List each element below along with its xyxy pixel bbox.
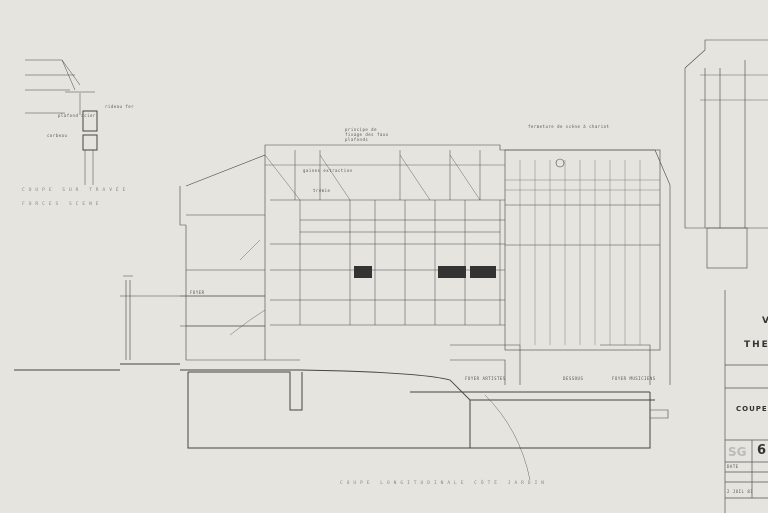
boxes bbox=[354, 266, 496, 278]
room-label: FOYER ARTISTES bbox=[465, 376, 506, 381]
floor-lines bbox=[186, 199, 660, 327]
section-note: trémie bbox=[313, 188, 331, 193]
detail-caption: COUPE SUR TRAVÉE bbox=[22, 188, 130, 193]
drawing-code: SG bbox=[728, 445, 747, 459]
title-line1: V bbox=[762, 316, 768, 326]
basement bbox=[187, 371, 651, 449]
building-outline bbox=[179, 144, 671, 385]
detail-drawing bbox=[25, 59, 98, 185]
staircase bbox=[229, 239, 266, 336]
roof-truss bbox=[264, 154, 505, 201]
grid-pulley bbox=[555, 158, 565, 168]
sheet-number: 6 bbox=[757, 443, 767, 458]
lower-rooms bbox=[180, 295, 651, 385]
detail-caption: FORCES SCENE bbox=[22, 202, 103, 207]
basement-arc bbox=[484, 394, 531, 481]
title-line3: COUPE L bbox=[736, 405, 768, 413]
date-value: 2 JUIL 81 bbox=[727, 489, 754, 494]
detail-note: plafond acier bbox=[58, 113, 96, 118]
title-block-frame bbox=[724, 290, 768, 513]
stage-opening bbox=[650, 409, 669, 419]
right-elevation bbox=[684, 39, 768, 269]
room-label: FOYER MUSICIENS bbox=[612, 376, 656, 381]
ground-line bbox=[14, 363, 655, 401]
detail-note: rideau fer bbox=[105, 104, 135, 109]
auditorium-columns bbox=[294, 150, 501, 325]
section-note: principe de fixage des faux plafonds bbox=[345, 127, 389, 142]
detail-note: corbeau bbox=[47, 133, 68, 138]
section-note: fermeture de scène à chariot bbox=[528, 124, 610, 129]
fly-lines bbox=[505, 160, 660, 345]
stage-tower bbox=[504, 149, 661, 351]
section-note: gaines extraction bbox=[303, 168, 353, 173]
title-line2: THEA bbox=[744, 340, 768, 350]
room-label: FOYER bbox=[190, 290, 205, 295]
bottom-caption: COUPE LONGITUDINALE CÔTÉ JARDIN bbox=[340, 481, 548, 486]
entrance-column bbox=[120, 275, 186, 360]
date-label: DATE bbox=[727, 464, 739, 469]
room-label: DESSOUS bbox=[563, 376, 584, 381]
